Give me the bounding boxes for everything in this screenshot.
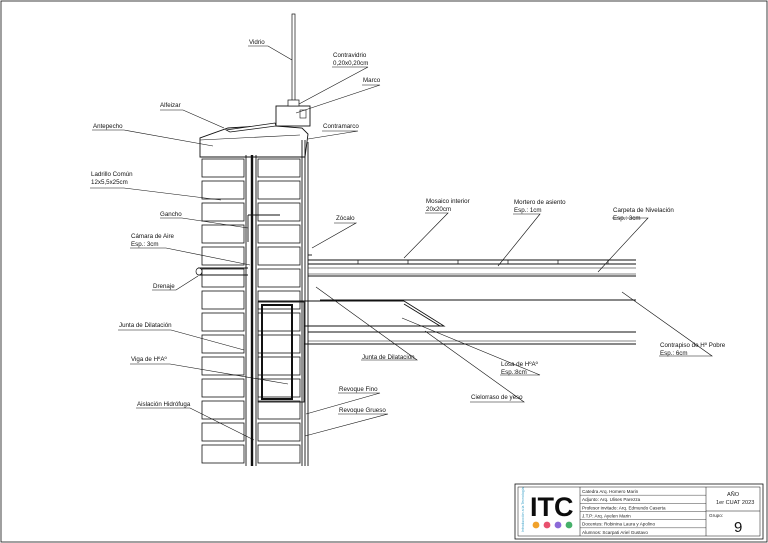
- brick-inner: [257, 180, 301, 200]
- label-contrapiso: Contrapiso de Hº Pobre: [660, 342, 726, 349]
- brick-inner: [257, 246, 301, 266]
- title-block-row: Catedra Arq. Homero Marin: [582, 489, 639, 494]
- brick-outer: [201, 268, 245, 288]
- gancho: [247, 214, 280, 242]
- brick-outer: [201, 312, 245, 332]
- logo-dot: [532, 521, 540, 529]
- label-junta-left: Junta de Dilatación: [119, 322, 172, 329]
- brick-inner: [257, 268, 301, 288]
- label-revoque-grueso: Revoque Grueso: [339, 407, 386, 414]
- label-camara: Cámara de Aire: [131, 233, 175, 240]
- label-zocalo: Zócalo: [336, 215, 355, 222]
- brick-inner: [257, 356, 301, 376]
- label-antepecho: Antepecho: [93, 123, 123, 130]
- group-label: Grupo:: [709, 513, 723, 518]
- label-contravidrio-dim: 0,20x0,20cm: [333, 60, 368, 67]
- drenaje-pipe: [198, 267, 248, 276]
- logo-dot: [565, 521, 573, 529]
- floor-section: [258, 254, 636, 345]
- label-marco: Marco: [363, 77, 381, 84]
- brick-inner: [257, 400, 301, 420]
- brick-inner: [257, 290, 301, 310]
- brick-inner: [257, 224, 301, 244]
- brick-outer: [201, 202, 245, 222]
- brick-outer: [201, 158, 245, 178]
- label-camara-esp: Esp.: 3cm: [131, 241, 159, 248]
- year-label: AÑO: [727, 491, 740, 498]
- window: [275, 13, 311, 127]
- brick-outer: [201, 356, 245, 376]
- viga: [257, 301, 305, 403]
- title-block-row: Alumnos: Scarpati Ariel Gustavo: [582, 530, 648, 535]
- brick-outer: [201, 180, 245, 200]
- vidrio: [291, 13, 296, 107]
- brick-outer: [201, 378, 245, 398]
- vertical-subtitle: Introducción a la Tecnología: [521, 487, 525, 532]
- label-mosaico: Mosaico interior: [426, 198, 470, 205]
- brick-inner: [257, 202, 301, 222]
- title-block-row: Profesor invitado: Arq. Edmundo Caserta: [582, 505, 666, 510]
- label-junta-mid: Junta de Dilatación: [362, 354, 415, 361]
- brick-outer: [201, 246, 245, 266]
- logo-dot: [554, 521, 562, 529]
- brick-outer: [201, 422, 245, 442]
- itc-logo: ITC: [530, 492, 574, 522]
- brick-inner: [257, 334, 301, 354]
- brick-inner: [257, 444, 301, 464]
- label-cielorraso: Cielorraso de yeso: [471, 394, 523, 401]
- brick-inner: [257, 158, 301, 178]
- label-contravidrio: Contravidrio: [333, 52, 367, 59]
- label-mortero-esp: Esp.: 1cm: [514, 207, 542, 214]
- label-drenaje: Drenaje: [153, 283, 175, 290]
- brick-inner: [257, 422, 301, 442]
- label-vidrio: Vidrio: [249, 39, 265, 46]
- brick-inner: [257, 378, 301, 398]
- year-value: 1er CUAT 2023: [716, 500, 754, 506]
- label-ladrillo-dim: 12x5,5x25cm: [91, 179, 128, 186]
- logo-dot: [543, 521, 551, 529]
- label-ladrillo: Ladrillo Común: [91, 171, 133, 178]
- brick-inner: [257, 312, 301, 332]
- title-block-row: Adjunto: Arq. Ulises Parezza: [582, 497, 641, 502]
- label-revoque-fino: Revoque Fino: [339, 386, 378, 393]
- leader-lines: [90, 45, 713, 441]
- label-mosaico-dim: 20x20cm: [426, 206, 451, 213]
- label-mortero: Mortero de asiento: [514, 199, 566, 206]
- label-viga: Viga de HºAº: [131, 356, 167, 363]
- label-contramarco: Contramarco: [323, 123, 359, 130]
- label-contrapiso-esp: Esp.: 6cm: [660, 350, 688, 357]
- label-aislacion: Aislación Hidrófuga: [137, 401, 191, 408]
- brick-outer: [201, 400, 245, 420]
- brick-outer: [201, 224, 245, 244]
- antepecho-cap: [199, 124, 309, 158]
- wall-section: [195, 122, 309, 466]
- group-number: 9: [734, 519, 742, 536]
- label-carpeta: Carpeta de Nivelación: [613, 207, 674, 214]
- brick-outer: [201, 290, 245, 310]
- label-gancho: Gancho: [160, 211, 182, 218]
- brick-outer: [201, 444, 245, 464]
- title-block-row: Docentes: Robinina Laura y Apolino: [582, 522, 655, 527]
- label-carpeta-esp: Esp.: 3cm: [613, 215, 641, 222]
- label-losa: Losa de HºAº: [501, 361, 539, 368]
- title-block-row: J.T.P: Arq. Ayelen Marin: [582, 513, 631, 518]
- label-losa-esp: Esp.:8cm: [501, 369, 527, 376]
- labels: Vidrio Contravidrio 0,20x0,20cm Marco Al…: [91, 39, 726, 414]
- label-alfeizar: Alfeizar: [160, 102, 181, 109]
